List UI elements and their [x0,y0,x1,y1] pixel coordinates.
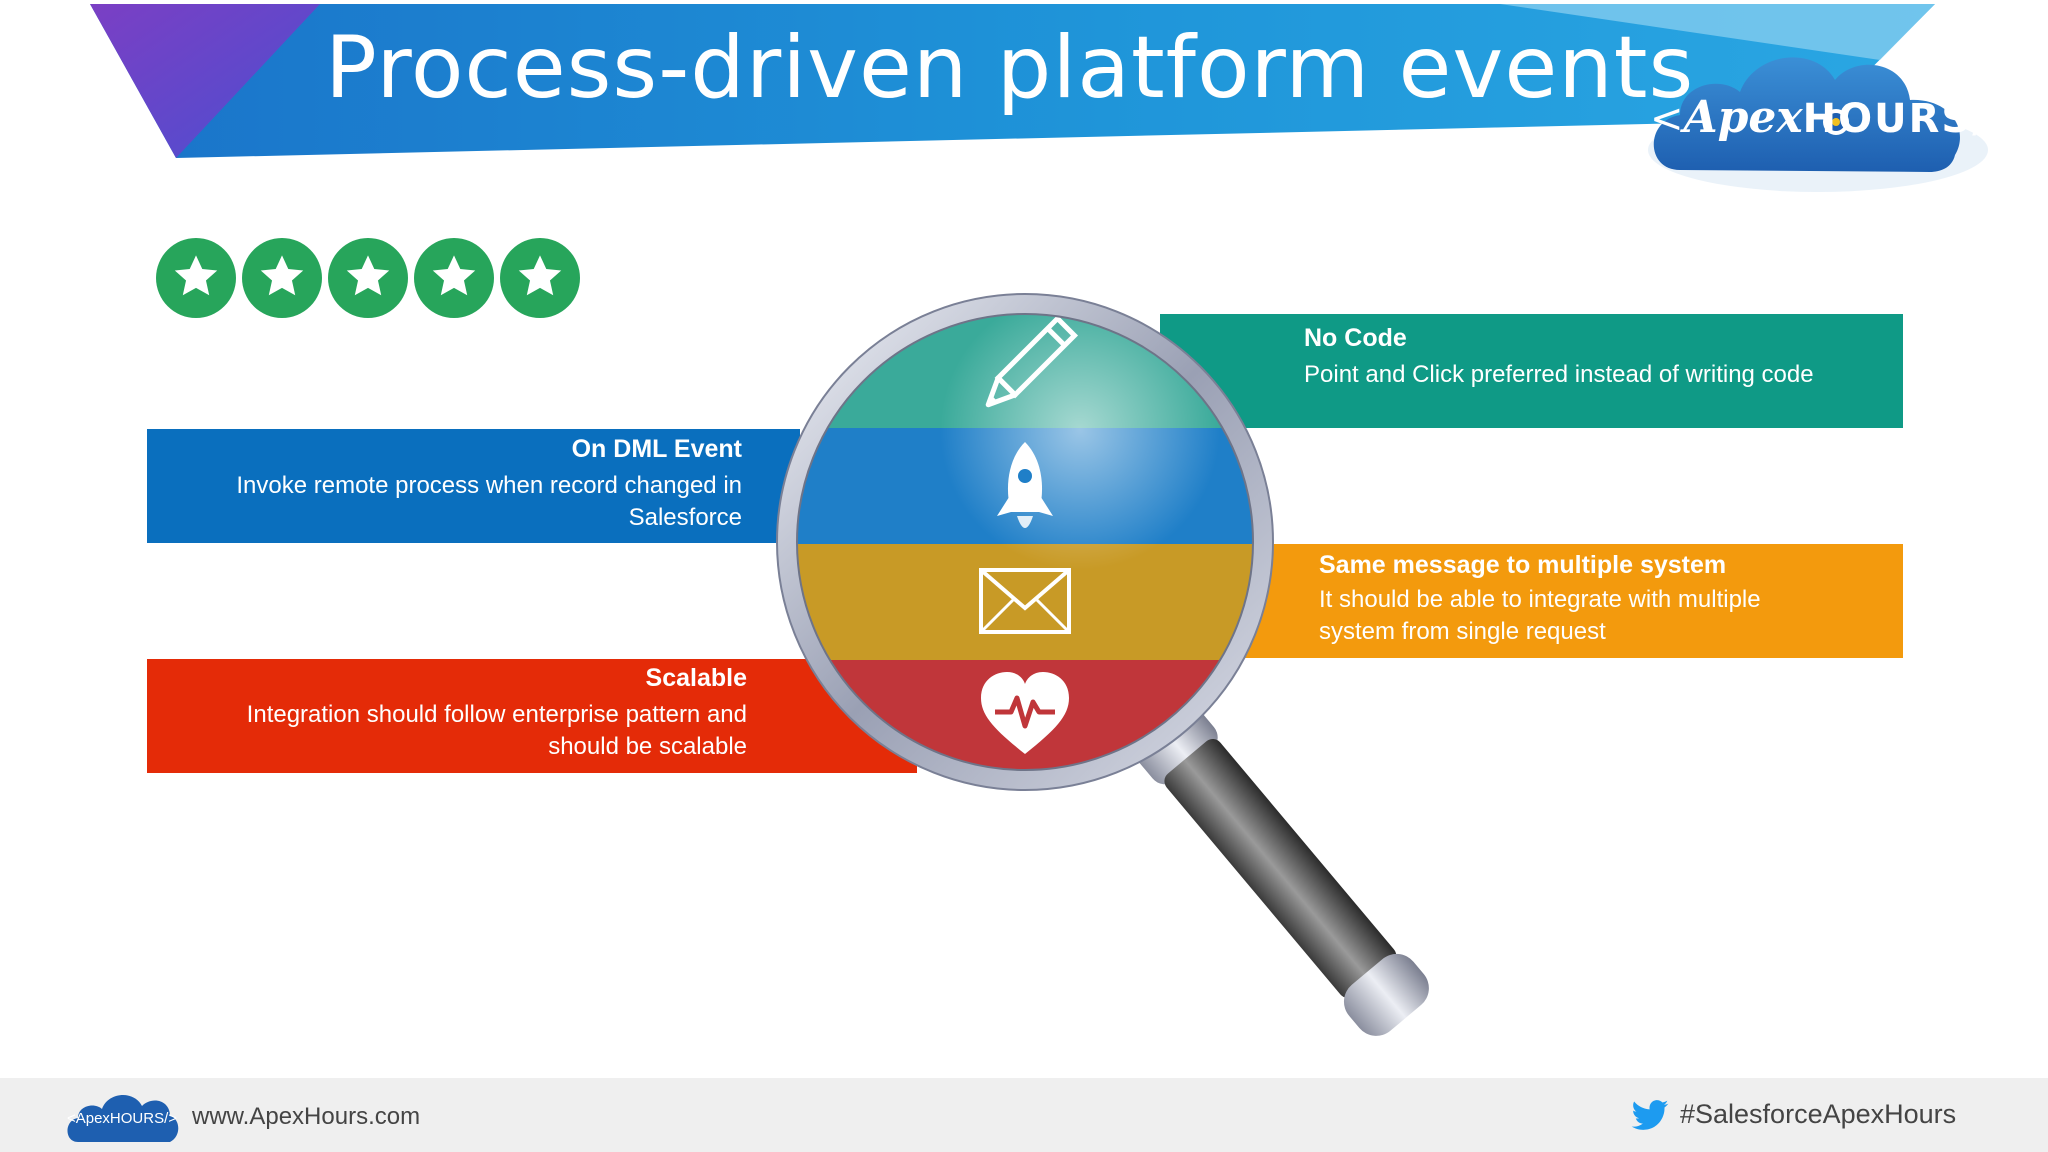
footer-website-link[interactable]: www.ApexHours.com [192,1103,421,1130]
band-scalable [147,659,917,773]
magnifying-glass [776,293,1429,1036]
rocket-icon [997,442,1053,528]
star-icon [414,238,494,318]
scalable-title: Scalable [645,664,747,692]
no-code-title: No Code [1304,324,1407,352]
band-same-message [1240,544,1903,658]
twitter-icon [1631,1100,1669,1130]
title-banner [90,4,1935,158]
logo-apex: Apex [1683,92,1803,143]
logo-close-bracket: /> [1972,96,2020,142]
same-message-desc: It should be able to integrate with mult… [1319,586,1761,645]
logo-hours: HOURS [1802,96,1973,142]
apexhours-logo [1648,57,1988,192]
no-code-desc: Point and Click preferred instead of wri… [1304,361,1814,388]
pencil-icon [985,314,1079,408]
envelope-icon [979,568,1071,634]
footer-hashtag: #SalesforceApexHours [1680,1099,1957,1129]
star-icon [242,238,322,318]
same-message-title: Same message to multiple system [1319,551,1727,579]
star-icon [328,238,408,318]
footer-logo-text: <ApexHOURS/> [66,1110,178,1127]
page-title: Process-driven platform events [325,18,1695,118]
star-icon [156,238,236,318]
logo-wordmark: <ApexHOURS/> [1650,92,2019,143]
heartbeat-icon [981,672,1069,754]
scalable-desc: Integration should follow enterprise pat… [246,701,747,760]
band-no-code [1160,314,1903,428]
footer-bar [0,1078,2048,1152]
dml-event-desc: Invoke remote process when record change… [236,472,742,531]
logo-open-bracket: < [1650,96,1684,142]
footer-logo [67,1095,179,1142]
dml-event-title: On DML Event [571,435,742,463]
band-dml-event [147,429,800,543]
star-icon [500,238,580,318]
